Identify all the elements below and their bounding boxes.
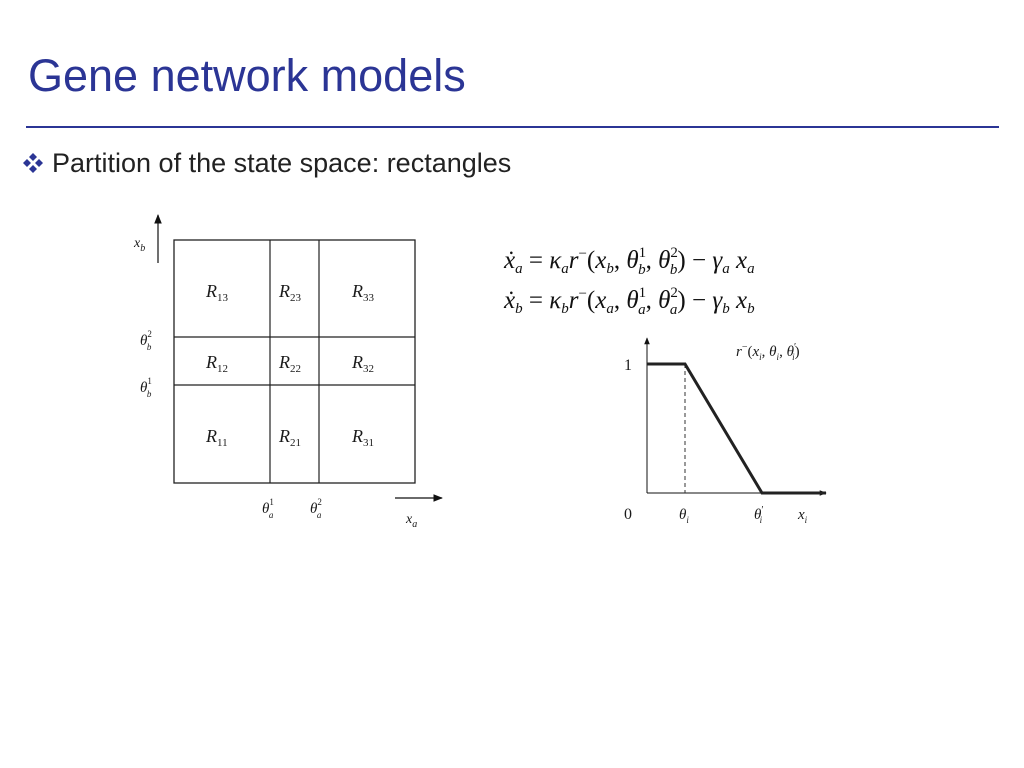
bullet-text: Partition of the state space: rectangles [52,147,512,178]
region-label: R12 [205,352,228,375]
ramp-curve [647,362,826,495]
x-axis-label: xa [405,512,417,530]
page-title: Gene network models [28,50,466,101]
y-tick-high: 1 [624,357,632,374]
region-label: R23 [278,281,302,304]
region-label: R13 [205,281,229,304]
state-space-box [173,239,416,484]
bullet-item: Partition of the state space: rectangles [22,144,511,182]
region-label: R31 [351,426,374,449]
origin-label: 0 [624,506,632,523]
diamond-four-bullet-icon [23,153,43,173]
ramp-function-label: r−(xi, θi, θ′i) [736,342,800,362]
y-axis-label: xb [133,236,145,254]
region-label: R32 [351,352,374,375]
ramp-function-plot: 1 0 θi θ′i xi r−(xi, θi, θ′i) [624,337,827,525]
theta-prime-i-label: θ′i [754,505,764,525]
region-label: R22 [278,352,301,375]
title-divider [26,126,999,128]
region-label: R33 [351,281,375,304]
region-label: R11 [205,426,228,449]
region-labels: R13 R23 R33 R12 R22 R32 R11 R21 R31 [205,281,375,449]
x-i-label: xi [797,507,808,525]
theta-i-label: θi [679,507,689,525]
region-label: R21 [278,426,301,449]
